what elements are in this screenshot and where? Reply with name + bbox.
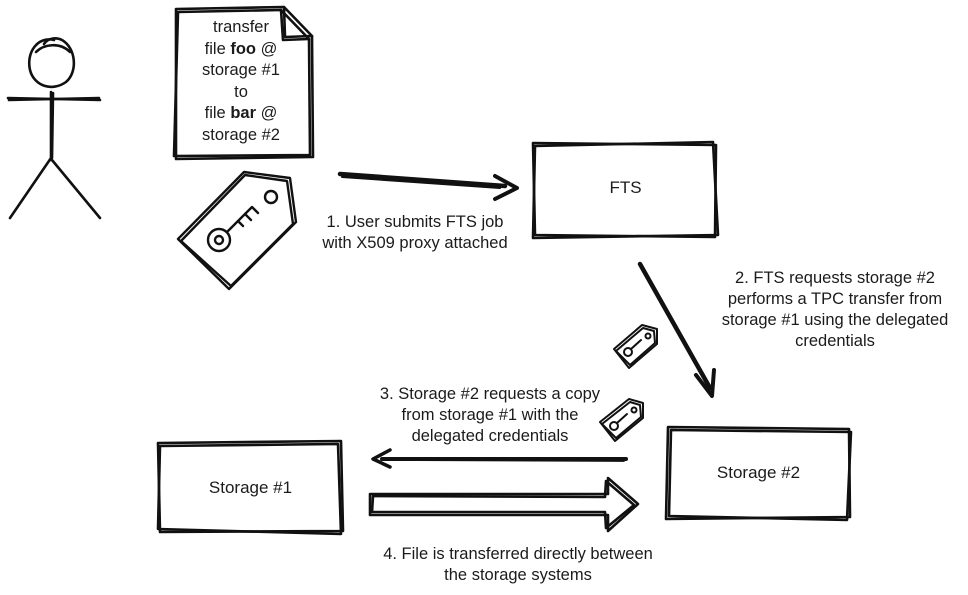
- delegated-key-tag-icon-lower: [599, 398, 644, 442]
- delegated-key-tag-icon-upper: [613, 324, 658, 369]
- step-1-line-1: 1. User submits FTS job: [326, 213, 504, 231]
- step-4-line-1: 4. File is transferred directly between: [383, 545, 653, 563]
- step-4-line-2: the storage systems: [444, 566, 592, 584]
- fts-label: FTS: [609, 178, 642, 197]
- doc-line-2: file foo @: [204, 39, 278, 58]
- request-document: [172, 5, 315, 161]
- doc-line-6: storage #2: [202, 125, 280, 144]
- file-transfer-arrow: [368, 476, 640, 533]
- doc-line-5: file bar @: [204, 104, 278, 122]
- doc-line-4: to: [234, 82, 248, 101]
- step-3-annotation: 3. Storage #2 requests a copy from stora…: [358, 384, 622, 447]
- doc-line-1: transfer: [213, 18, 269, 36]
- storage1-label: Storage #1: [208, 478, 293, 497]
- arrow-fts-to-storage2: [637, 261, 716, 398]
- step-3-line-1: 3. Storage #2 requests a copy: [379, 385, 601, 403]
- step-3-line-3: delegated credentials: [411, 427, 569, 445]
- storage2-box: [664, 425, 853, 522]
- user-stick-figure-icon: [6, 37, 102, 220]
- arrow-storage2-to-storage1: [371, 448, 628, 469]
- request-document-text: transfer file foo @ storage #1 to file b…: [178, 17, 304, 146]
- storage1-box: [156, 439, 345, 536]
- step-2-line-3: storage #1 using the delegated: [721, 311, 949, 329]
- fts-box: [531, 140, 720, 240]
- proxy-key-tag-icon: [176, 170, 298, 291]
- step-3-line-2: from storage #1 with the: [401, 406, 579, 424]
- storage2-label: Storage #2: [716, 463, 801, 482]
- step-2-line-2: performs a TPC transfer from: [727, 290, 943, 308]
- step-2-line-4: credentials: [795, 332, 875, 350]
- step-4-annotation: 4. File is transferred directly between …: [362, 544, 674, 586]
- step-1-annotation: 1. User submits FTS job with X509 proxy …: [298, 212, 532, 254]
- step-2-annotation: 2. FTS requests storage #2 performs a TP…: [708, 268, 962, 352]
- step-2-line-1: 2. FTS requests storage #2: [735, 269, 935, 287]
- doc-line-3: storage #1: [202, 61, 280, 79]
- step-1-line-2: with X509 proxy attached: [322, 234, 508, 252]
- arrow-user-to-fts: [337, 171, 519, 201]
